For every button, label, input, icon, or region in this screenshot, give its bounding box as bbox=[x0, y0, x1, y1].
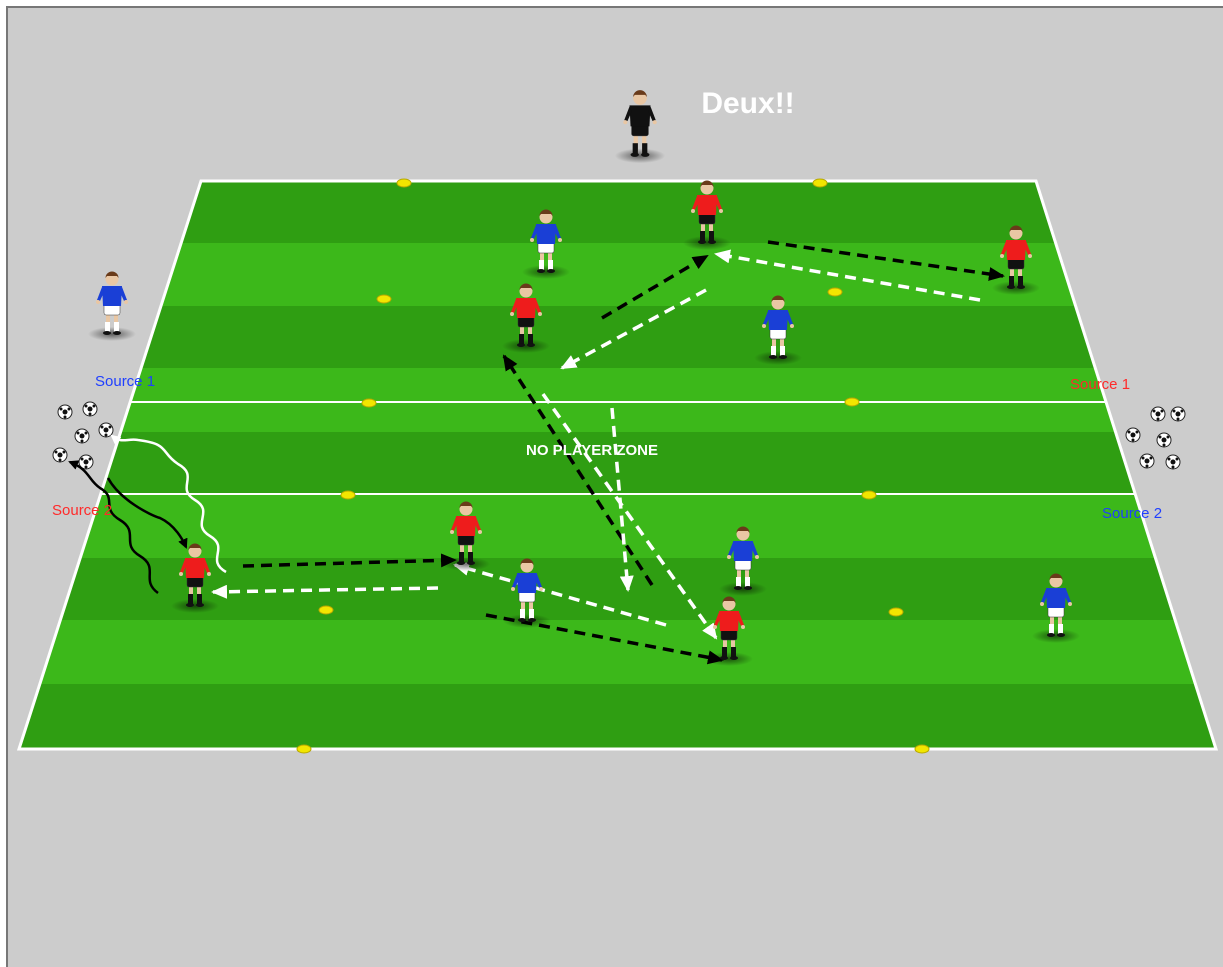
dribble-path-black-short bbox=[106, 477, 188, 549]
soccer-ball bbox=[1156, 432, 1172, 448]
red-player bbox=[683, 180, 731, 250]
soccer-ball bbox=[78, 454, 94, 470]
cone bbox=[861, 490, 877, 500]
cones bbox=[296, 178, 930, 754]
red-player bbox=[442, 501, 490, 571]
cone bbox=[844, 397, 860, 407]
blue-player bbox=[719, 526, 767, 596]
dribble-path-white bbox=[110, 434, 227, 574]
blue-player bbox=[754, 295, 802, 365]
pass-arrow-black bbox=[767, 240, 1005, 281]
cone bbox=[296, 744, 312, 754]
soccer-ball bbox=[1170, 406, 1186, 422]
pass-arrow-white bbox=[560, 288, 707, 370]
soccer-ball bbox=[1125, 427, 1141, 443]
red-player bbox=[502, 283, 550, 353]
soccer-ball bbox=[57, 404, 73, 420]
red-player bbox=[705, 596, 753, 666]
cone bbox=[914, 744, 930, 754]
soccer-ball bbox=[1165, 454, 1181, 470]
no-player-zone-label: NO PLAYER ZONE bbox=[526, 442, 658, 459]
blue-player bbox=[503, 558, 551, 628]
cone bbox=[827, 287, 843, 297]
pass-arrow-white bbox=[211, 584, 439, 599]
cone bbox=[340, 490, 356, 500]
ball-pile-right bbox=[1125, 406, 1186, 470]
dribble-paths bbox=[68, 434, 227, 595]
cone bbox=[812, 178, 828, 188]
cone bbox=[888, 607, 904, 617]
source-1-left-label: Source 1 bbox=[95, 373, 155, 390]
red-player bbox=[992, 225, 1040, 295]
ball-pile-left bbox=[52, 401, 114, 470]
soccer-ball bbox=[1139, 453, 1155, 469]
blue-player bbox=[88, 271, 136, 341]
source-2-left-label: Source 2 bbox=[52, 502, 112, 519]
source-1-right-label: Source 1 bbox=[1070, 376, 1130, 393]
pass-arrow-black bbox=[601, 254, 709, 320]
pass-arrow-white bbox=[541, 392, 718, 640]
coach bbox=[614, 90, 666, 164]
cone bbox=[318, 605, 334, 615]
pitch bbox=[16, 179, 1219, 751]
pass-arrow-black bbox=[502, 354, 654, 586]
cone bbox=[396, 178, 412, 188]
blue-player bbox=[522, 209, 570, 279]
red-player bbox=[171, 543, 219, 613]
pass-arrow-white bbox=[610, 407, 634, 592]
source-2-right-label: Source 2 bbox=[1102, 505, 1162, 522]
soccer-ball bbox=[82, 401, 98, 417]
pass-arrow-white bbox=[453, 562, 667, 627]
shout-title: Deux!! bbox=[701, 87, 794, 120]
soccer-ball bbox=[74, 428, 90, 444]
pass-arrow-white bbox=[714, 249, 981, 302]
players bbox=[88, 90, 1080, 666]
soccer-ball bbox=[98, 422, 114, 438]
cone bbox=[361, 398, 377, 408]
soccer-ball bbox=[1150, 406, 1166, 422]
dribble-path-black bbox=[68, 460, 159, 595]
cone bbox=[376, 294, 392, 304]
soccer-ball bbox=[52, 447, 68, 463]
blue-player bbox=[1032, 573, 1080, 643]
